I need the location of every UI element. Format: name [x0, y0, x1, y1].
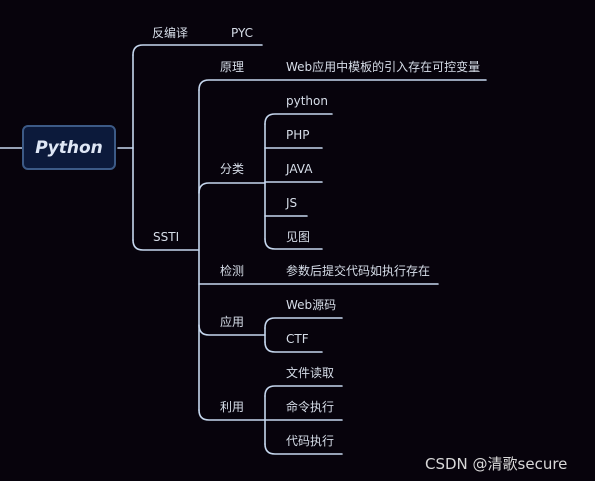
branch-jiantu [264, 238, 323, 250]
branch-python [264, 113, 333, 125]
node-detect-text[interactable]: 参数后提交代码如执行存在 [286, 264, 431, 278]
node-detect[interactable]: 检测 [220, 264, 245, 278]
node-app-websrc[interactable]: Web源码 [286, 298, 337, 312]
node-app-ctf[interactable]: CTF [286, 332, 309, 346]
node-usage-fileread[interactable]: 文件读取 [286, 366, 335, 380]
node-category-php[interactable]: PHP [286, 128, 310, 142]
node-category-python[interactable]: python [286, 94, 328, 108]
branch-principle [198, 79, 487, 91]
node-usage-cmdexec[interactable]: 命令执行 [286, 400, 335, 414]
branch-category [198, 182, 266, 194]
node-decompile[interactable]: 反编译 [152, 26, 189, 40]
watermark: CSDN @清歌secure [425, 455, 568, 473]
node-category[interactable]: 分类 [220, 162, 245, 176]
node-category-java[interactable]: JAVA [286, 162, 313, 176]
node-application[interactable]: 应用 [220, 315, 245, 329]
branch-decompile [132, 44, 263, 56]
node-category-jiantu[interactable]: 见图 [286, 230, 311, 244]
node-usage[interactable]: 利用 [220, 400, 245, 414]
node-principle[interactable]: 原理 [220, 60, 245, 74]
branch-codeexec [264, 443, 343, 455]
root-node-python[interactable]: Python [22, 125, 116, 170]
branch-websrc [264, 317, 343, 329]
branch-application [198, 324, 266, 336]
node-usage-codeexec[interactable]: 代码执行 [286, 434, 335, 448]
node-category-js[interactable]: JS [286, 196, 298, 210]
node-ssti[interactable]: SSTI [153, 230, 180, 244]
node-pyc[interactable]: PYC [231, 26, 254, 40]
branch-ctf [264, 341, 323, 353]
branch-fileread [264, 385, 343, 397]
node-principle-text[interactable]: Web应用中模板的引入存在可控变量 [286, 60, 481, 74]
branch-usage [198, 409, 266, 421]
branch-ssti [132, 239, 200, 251]
